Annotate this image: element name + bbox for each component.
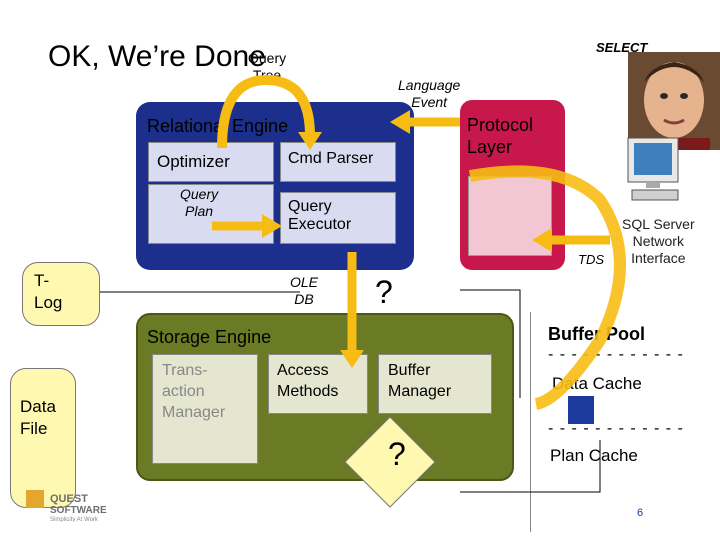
protocol-layer-label: Protocol Layer (467, 115, 534, 157)
query-plan-box (148, 184, 274, 244)
query-tree-arrowhead (298, 132, 322, 150)
svg-text:SOFTWARE: SOFTWARE (50, 505, 107, 516)
svg-text:Simplicity At Work: Simplicity At Work (50, 517, 99, 522)
question-mark-top: ? (375, 274, 393, 310)
optimizer-box (148, 142, 274, 182)
question-mark-bottom: ? (388, 436, 406, 472)
result-flow-arrow (468, 165, 626, 410)
buffer-pool-divider-bottom: - - - - - - - - - - - - (548, 420, 684, 437)
page-title: OK, We’re Done (48, 40, 266, 73)
computer-icon (626, 136, 684, 216)
tds-arrowhead (532, 228, 552, 252)
diamond-shape (340, 412, 440, 512)
query-plan-label: Query Plan (180, 186, 219, 219)
buffer-manager-label: Buffer Manager (388, 362, 452, 400)
buffer-pool-area (530, 312, 712, 532)
data-file-cylinder (10, 368, 76, 508)
plan-cache-label: Plan Cache (550, 446, 638, 465)
query-executor-box (280, 192, 396, 244)
query-plan-arrowhead (262, 214, 282, 238)
plan-cache-connector (460, 440, 601, 493)
svg-text:QUEST: QUEST (50, 493, 88, 505)
data-page-block (568, 396, 594, 424)
ole-db-arrowhead (340, 350, 364, 368)
cmd-parser-label: Cmd Parser (288, 150, 374, 167)
cmd-parser-box (280, 142, 396, 182)
select-label: SELECT (596, 40, 648, 55)
t-log-label: T- Log (34, 271, 63, 312)
transaction-manager-box (152, 354, 258, 464)
ole-db-label: OLE DB (290, 274, 319, 307)
page-number: 6 (637, 507, 644, 519)
optimizer-label: Optimizer (157, 152, 230, 171)
t-log-cylinder (22, 262, 100, 326)
transaction-manager-label: Trans- action Manager (162, 362, 226, 421)
sql-server-network-interface-label: SQL Server Network Interface (622, 216, 695, 266)
access-methods-label: Access Methods (277, 362, 339, 400)
language-event-arrowhead (390, 110, 410, 134)
relational-engine-label: Relational Engine (147, 116, 289, 136)
query-tree-arrow (217, 74, 315, 149)
buffer-connector (460, 289, 521, 398)
buffer-manager-box (378, 354, 492, 414)
tds-label: TDS (578, 252, 604, 267)
storage-engine-label: Storage Engine (147, 327, 272, 347)
language-event-label: Language Event (398, 77, 461, 110)
query-executor-label: Query Executor (288, 198, 352, 233)
data-file-label: Data File (20, 397, 56, 438)
quest-logo: QUEST SOFTWARE Simplicity At Work (26, 486, 146, 523)
